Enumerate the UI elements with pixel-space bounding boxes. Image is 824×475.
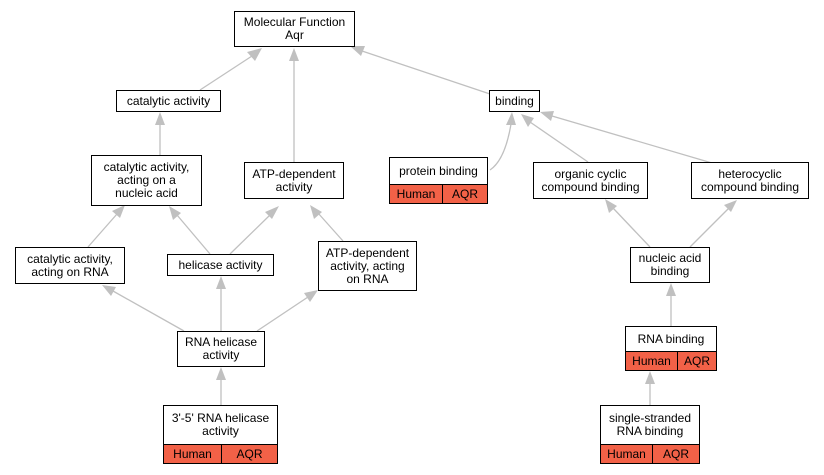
arrowhead: [112, 205, 125, 218]
species-tag[interactable]: Human: [626, 352, 677, 370]
species-tag[interactable]: Human: [164, 445, 221, 463]
annotation-row: Human AQR: [390, 185, 487, 203]
edge-nucleic-to-organic: [612, 207, 651, 248]
node-rna-binding[interactable]: RNA binding Human AQR: [625, 326, 717, 371]
arrowhead: [169, 206, 181, 220]
node-catalytic-activity-rna[interactable]: catalytic activity, acting on RNA: [15, 247, 125, 284]
edge-nucleic-to-hetero: [689, 207, 730, 248]
node-label: single-stranded RNA binding: [601, 406, 699, 445]
edge-binding-to-root: [361, 50, 491, 95]
annotation-row: Human AQR: [626, 352, 716, 370]
edge-catalytic-to-root: [199, 55, 253, 91]
arrowhead: [289, 48, 299, 61]
arrowhead: [247, 48, 262, 61]
arrowhead: [506, 112, 516, 125]
edge-rna-helicase-to-cat-rna: [112, 290, 185, 332]
edge-protein-to-binding: [489, 123, 512, 171]
node-binding[interactable]: binding: [489, 90, 540, 112]
arrowhead: [155, 112, 165, 125]
arrowhead: [102, 285, 116, 296]
node-nucleic-acid-binding[interactable]: nucleic acid binding: [630, 247, 710, 283]
gene-tag[interactable]: AQR: [652, 445, 699, 463]
arrowhead: [216, 367, 226, 380]
arrowhead: [666, 283, 676, 296]
arrowhead: [350, 46, 365, 56]
arrowhead: [540, 111, 554, 121]
node-label: RNA binding: [626, 327, 716, 352]
gene-tag[interactable]: AQR: [677, 352, 716, 370]
node-atp-dependent-acting-on-rna[interactable]: ATP-dependent activity, acting on RNA: [318, 241, 417, 291]
edge-organic-to-binding: [529, 121, 589, 163]
node-heterocyclic-compound-binding[interactable]: heterocyclic compound binding: [691, 162, 809, 199]
node-label: protein binding: [390, 158, 487, 185]
node-molecular-function-root[interactable]: Molecular Function Aqr: [234, 11, 355, 47]
arrowhead: [216, 276, 226, 289]
arrowhead: [724, 200, 737, 212]
arrowhead: [605, 199, 617, 213]
gene-tag[interactable]: AQR: [442, 185, 487, 203]
gene-tag[interactable]: AQR: [221, 445, 277, 463]
node-atp-dependent-activity[interactable]: ATP-dependent activity: [244, 162, 344, 199]
node-catalytic-activity-nucleic-acid[interactable]: catalytic activity, acting on a nucleic …: [91, 155, 202, 206]
node-single-stranded-rna-binding[interactable]: single-stranded RNA binding Human AQR: [600, 405, 700, 464]
edge-rna-helicase-to-atp-rna: [256, 296, 309, 332]
edge-cat-rna-to-cat-nucleic: [87, 213, 118, 248]
node-label: 3'-5' RNA helicase activity: [164, 406, 277, 445]
arrowhead: [304, 290, 318, 302]
species-tag[interactable]: Human: [601, 445, 652, 463]
node-catalytic-activity[interactable]: catalytic activity: [116, 90, 221, 112]
edge-helicase-to-atp: [229, 214, 271, 255]
species-tag[interactable]: Human: [390, 185, 442, 203]
edge-atp-rna-to-atp: [317, 212, 344, 242]
arrowhead: [265, 206, 279, 219]
edge-hetero-to-binding: [551, 115, 713, 164]
arrowhead: [645, 371, 655, 384]
node-organic-cyclic-compound-binding[interactable]: organic cyclic compound binding: [533, 162, 648, 199]
arrowhead: [521, 114, 534, 127]
annotation-row: Human AQR: [164, 445, 277, 463]
arrowhead: [310, 205, 322, 219]
node-helicase-activity[interactable]: helicase activity: [167, 254, 274, 276]
annotation-row: Human AQR: [601, 445, 699, 463]
node-rna-helicase-activity[interactable]: RNA helicase activity: [177, 331, 265, 367]
node-3-5-rna-helicase-activity[interactable]: 3'-5' RNA helicase activity Human AQR: [163, 405, 278, 464]
edge-helicase-to-cat-nucleic: [176, 214, 211, 255]
node-protein-binding[interactable]: protein binding Human AQR: [389, 157, 488, 204]
